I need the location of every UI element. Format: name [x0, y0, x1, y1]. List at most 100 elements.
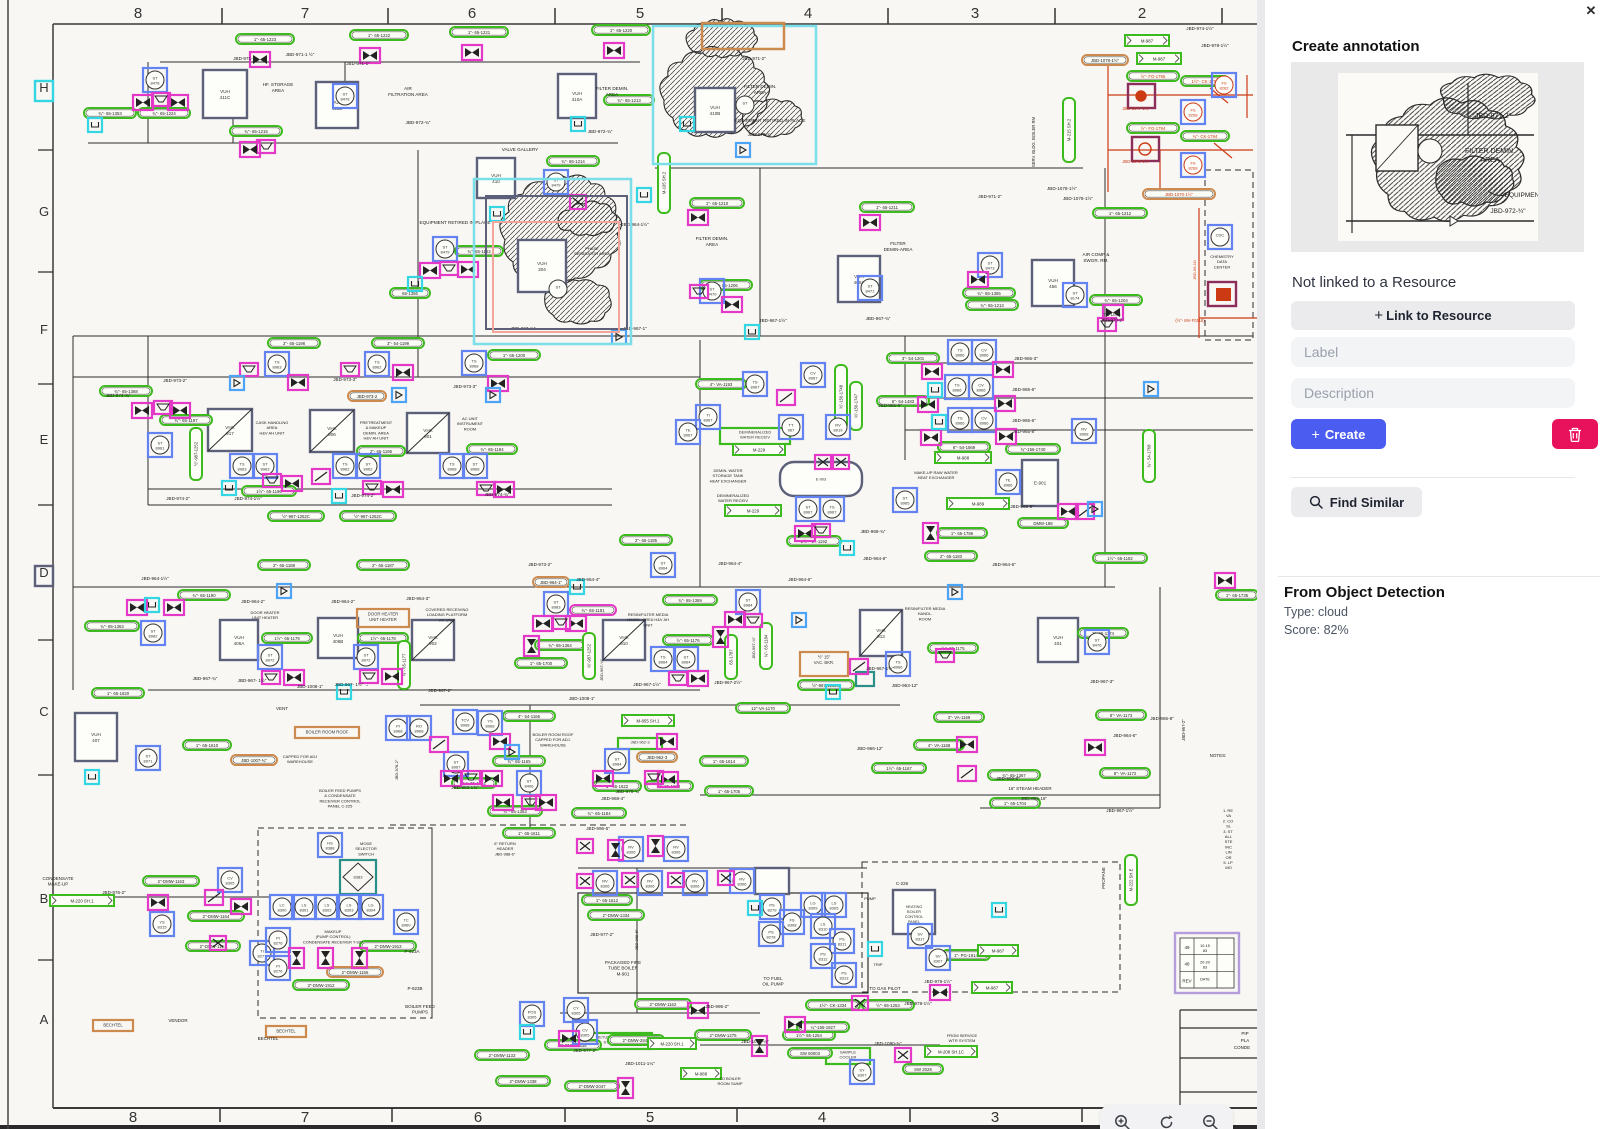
- annotation-box[interactable]: 1"- 65-1200: [487, 349, 541, 361]
- valve-annotation[interactable]: [720, 295, 744, 314]
- valve-annotation[interactable]: [1083, 738, 1107, 757]
- valve-annotation[interactable]: [666, 871, 686, 889]
- symbol-annotation[interactable]: [746, 899, 764, 917]
- valve-annotation[interactable]: [208, 934, 228, 952]
- annotation-box[interactable]: 2"- 65-1198: [267, 337, 321, 349]
- annotation-box[interactable]: 1"- 65-1620: [91, 687, 145, 699]
- valve-annotation[interactable]: [460, 43, 484, 62]
- annotation-box[interactable]: ¾"- 65-1213: [965, 299, 1019, 311]
- symbol-annotation[interactable]: [824, 683, 842, 701]
- annotation-box[interactable]: ¾"- 65-1184: [759, 622, 773, 670]
- valve-annotation[interactable]: [616, 1076, 635, 1100]
- symbol-annotation[interactable]: [930, 413, 948, 431]
- valve-annotation[interactable]: [688, 283, 710, 300]
- annotation-box[interactable]: ¾"- 65-1363: [84, 620, 140, 632]
- annotation-box[interactable]: ½" 15"VAC. BKR.: [798, 650, 850, 678]
- annotation-box[interactable]: ¾"- 65-1368: [99, 385, 153, 397]
- valve-annotation[interactable]: [492, 480, 516, 499]
- annotation-box[interactable]: 1"- 65-1222: [349, 29, 409, 41]
- annotation-box[interactable]: 1"- 65-1210: [689, 197, 745, 209]
- valve-annotation[interactable]: [966, 270, 990, 289]
- annotation-box[interactable]: 1"- 65-1220: [591, 24, 651, 36]
- valve-annotation[interactable]: [606, 838, 625, 862]
- symbol-annotation[interactable]: [678, 115, 696, 133]
- annotation-box[interactable]: ¾"- 65-1184: [571, 807, 627, 819]
- symbol-annotation[interactable]: [143, 596, 161, 614]
- annotation-box[interactable]: [1130, 135, 1161, 163]
- valve-annotation[interactable]: [686, 208, 710, 227]
- annotation-box[interactable]: 3"- 54-1201: [886, 352, 940, 364]
- valve-annotation[interactable]: [993, 394, 1017, 413]
- annotation-box[interactable]: 65-1787: [724, 634, 738, 680]
- annotation-box[interactable]: 2"-DMW-1163: [142, 875, 200, 887]
- valve-annotation[interactable]: [591, 769, 615, 788]
- valve-annotation[interactable]: [646, 834, 665, 858]
- selected-annotation-box[interactable]: [700, 21, 786, 51]
- symbol-annotation[interactable]: [335, 683, 353, 701]
- valve-annotation[interactable]: [428, 735, 450, 754]
- annotation-box[interactable]: JBD-973-2: [347, 390, 387, 402]
- annotation-box[interactable]: BECHTEL: [264, 1024, 308, 1039]
- annotation-box[interactable]: JBD-1078-1½": [1081, 54, 1129, 66]
- annotation-box[interactable]: ¾"- 65-1204: [1089, 294, 1143, 306]
- annotation-box[interactable]: DMW-188: [1017, 517, 1069, 529]
- annotation-box[interactable]: [854, 670, 876, 688]
- valve-annotation[interactable]: [750, 1034, 769, 1058]
- symbol-annotation[interactable]: [1142, 380, 1160, 398]
- annotation-box[interactable]: 1½"- 65-1182: [1092, 552, 1148, 564]
- annotation-box[interactable]: 1"- 65-1611: [502, 827, 556, 839]
- annotation-box[interactable]: [1126, 82, 1157, 110]
- annotation-box[interactable]: JBD-1070-1½": [1142, 188, 1216, 200]
- annotation-box[interactable]: M-229: [724, 504, 782, 517]
- annotation-box[interactable]: 1"- 65-1221: [449, 26, 509, 38]
- annotation-box[interactable]: ½"- 65-1176: [662, 634, 714, 646]
- selected-annotation-box[interactable]: [472, 177, 633, 346]
- valve-annotation[interactable]: [130, 401, 154, 420]
- description-field[interactable]: [1291, 378, 1575, 408]
- valve-annotation[interactable]: [380, 667, 404, 686]
- annotation-box[interactable]: 12"-VA-1170: [735, 702, 791, 714]
- annotation-box[interactable]: 3"-DMW-1912: [292, 979, 350, 991]
- annotation-box[interactable]: ½"-987-1252: [189, 427, 203, 481]
- valve-annotation[interactable]: [686, 1001, 710, 1020]
- valve-annotation[interactable]: [928, 983, 952, 1002]
- valve-annotation[interactable]: [831, 453, 851, 471]
- valve-annotation[interactable]: [488, 732, 512, 751]
- valve-annotation[interactable]: [716, 869, 736, 887]
- zoom-in-icon[interactable]: [1100, 1105, 1144, 1129]
- label-field[interactable]: [1291, 337, 1575, 367]
- valve-annotation[interactable]: [994, 427, 1018, 446]
- valve-annotation[interactable]: [783, 1015, 807, 1034]
- create-button[interactable]: +Create: [1291, 419, 1386, 449]
- symbol-annotation[interactable]: [503, 743, 521, 761]
- annotation-box[interactable]: 2"-DMW-1133: [474, 1049, 530, 1061]
- delete-button[interactable]: [1552, 419, 1598, 449]
- valve-annotation[interactable]: [934, 647, 956, 664]
- valve-annotation[interactable]: [620, 871, 640, 889]
- valve-annotation[interactable]: [480, 769, 504, 788]
